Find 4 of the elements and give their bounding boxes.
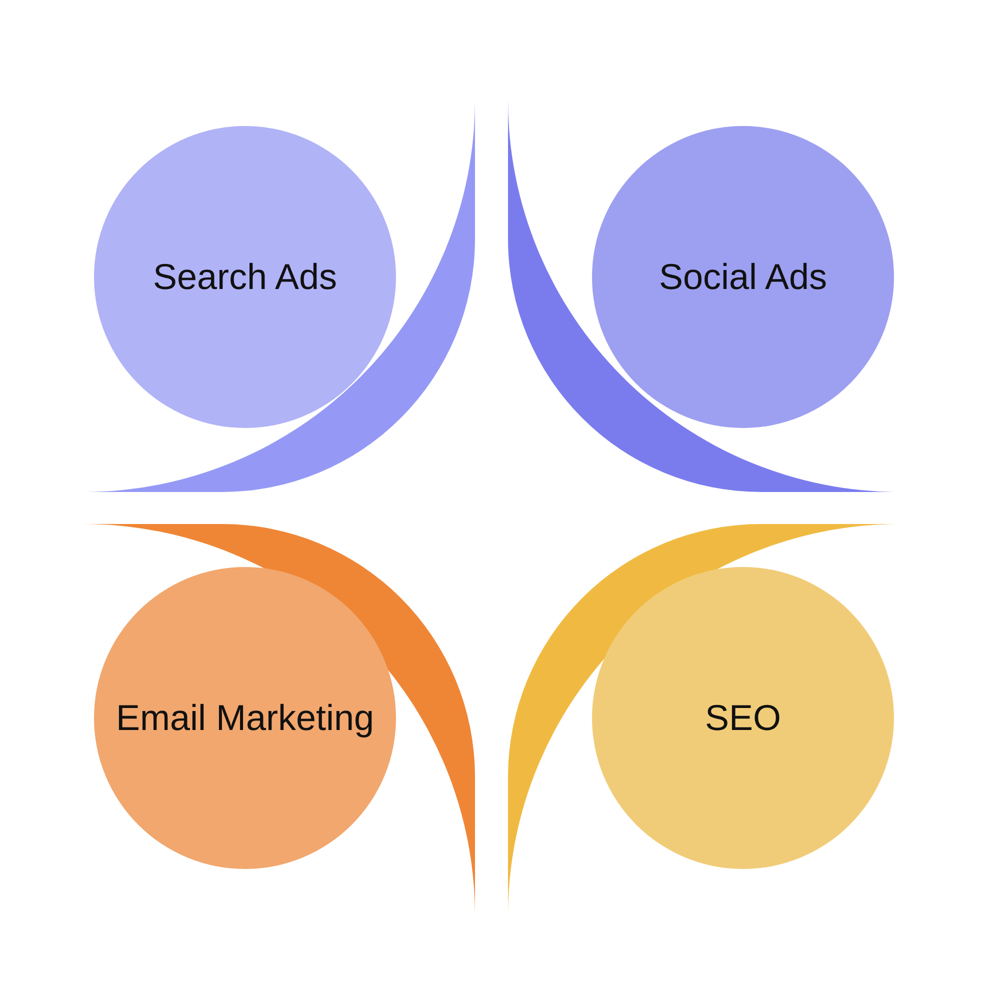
node-label: Social Ads: [658, 254, 828, 299]
node-label: Email Marketing: [116, 696, 374, 740]
node-label: Search Ads: [152, 254, 338, 299]
node-label: SEO: [704, 696, 782, 740]
